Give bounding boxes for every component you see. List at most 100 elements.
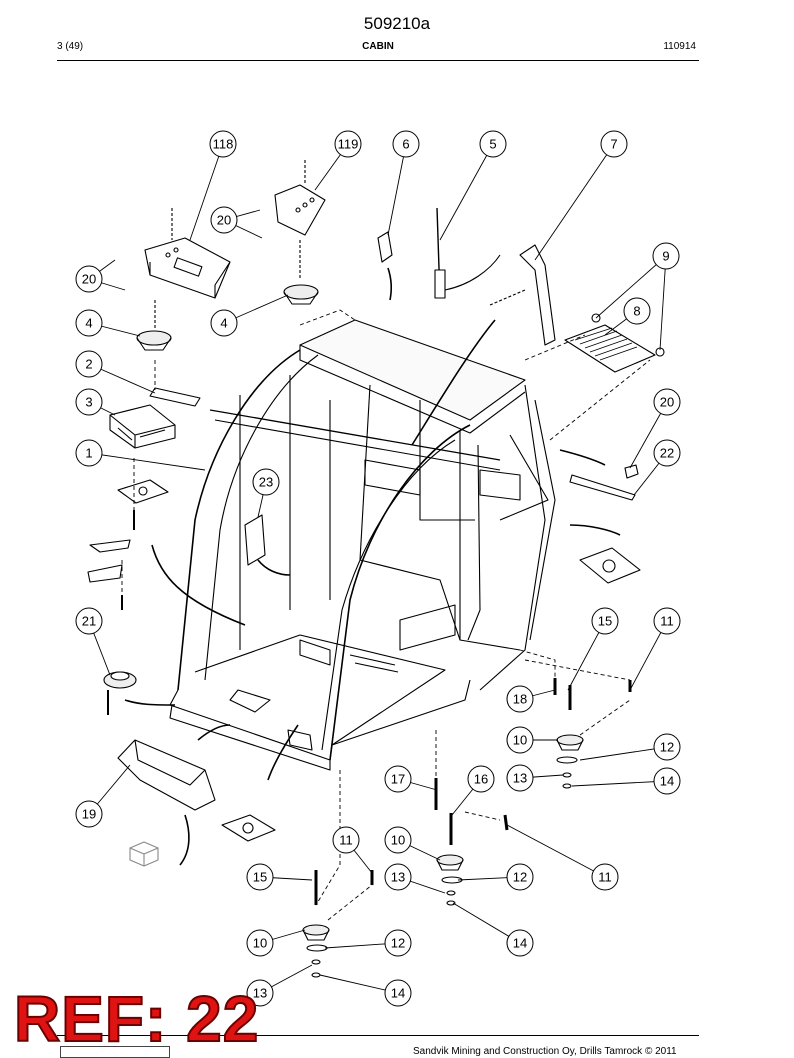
callout-label: 10 <box>253 936 267 951</box>
callout-9: 9 <box>595 242 680 351</box>
callout-label: 10 <box>513 733 527 748</box>
callout-15: 15 <box>246 863 313 891</box>
callout-13: 13 <box>246 964 313 1007</box>
callout-20: 20 <box>210 206 263 239</box>
callout-6: 6 <box>387 130 420 236</box>
cover-23 <box>244 514 266 566</box>
tray-19 <box>117 739 216 811</box>
footer-rule <box>57 1035 699 1036</box>
grille-8 <box>564 313 665 373</box>
callout-18: 18 <box>506 685 556 713</box>
gaskets <box>87 479 641 842</box>
damper-mounts <box>302 734 584 978</box>
antenna-5 <box>434 207 526 306</box>
callout-label: 14 <box>660 774 674 789</box>
callout-label: 10 <box>391 833 405 848</box>
handle-7 <box>519 244 556 346</box>
callout-11: 11 <box>629 607 681 691</box>
callout-1: 1 <box>75 439 206 471</box>
callout-label: 20 <box>82 272 96 287</box>
callout-label: 20 <box>660 395 674 410</box>
cabin-frame <box>169 319 556 771</box>
page-indicator: 3 (49) <box>57 41 84 52</box>
callout-label: 1 <box>85 446 92 461</box>
speaker-housing-119 <box>274 160 326 280</box>
callout-label: 14 <box>513 936 527 951</box>
callout-label: 15 <box>598 614 612 629</box>
callout-19: 19 <box>75 764 131 828</box>
callout-7: 7 <box>534 130 628 261</box>
callout-label: 11 <box>339 833 353 848</box>
callout-16: 16 <box>451 765 495 816</box>
section-title: CABIN <box>362 41 394 52</box>
callout-13: 13 <box>506 764 564 792</box>
callout-15: 15 <box>567 607 619 691</box>
document-code: 110914 <box>663 41 696 52</box>
callout-12: 12 <box>457 863 534 891</box>
callout-12: 12 <box>324 929 412 957</box>
callout-2: 2 <box>75 350 156 394</box>
callout-label: 13 <box>391 870 405 885</box>
callout-20: 20 <box>629 388 681 469</box>
callout-label: 9 <box>662 249 669 264</box>
callout-label: 7 <box>610 137 617 152</box>
reference-stamp: REF: 22 <box>13 982 260 1056</box>
callout-10: 10 <box>506 726 558 754</box>
callout-label: 14 <box>391 986 405 1001</box>
speakers-4 <box>136 284 319 351</box>
callout-10: 10 <box>384 826 441 861</box>
callout-label: 22 <box>660 446 674 461</box>
callout-label: 11 <box>660 614 674 629</box>
callout-label: 5 <box>489 137 496 152</box>
callout-label: 21 <box>82 614 96 629</box>
callout-label: 17 <box>391 772 405 787</box>
radio-unit-3 <box>109 404 176 449</box>
callout-10: 10 <box>246 929 306 957</box>
label-plate-2 <box>149 387 201 407</box>
callout-22: 22 <box>633 439 681 496</box>
callout-label: 12 <box>660 740 674 755</box>
callout-label: 12 <box>391 936 405 951</box>
callout-11: 11 <box>332 826 373 874</box>
callout-20: 20 <box>75 259 126 293</box>
callout-label: 16 <box>474 772 488 787</box>
callout-14: 14 <box>452 902 534 957</box>
callout-label: 119 <box>338 137 359 152</box>
callout-21: 21 <box>75 607 111 676</box>
callout-label: 3 <box>85 395 92 410</box>
callout-label: 15 <box>253 870 267 885</box>
callout-8: 8 <box>604 297 651 336</box>
callout-3: 3 <box>75 388 116 416</box>
mount-bracket-6 <box>377 231 393 263</box>
sunshade-22 <box>569 464 639 501</box>
callout-12: 12 <box>579 733 681 761</box>
callout-23: 23 <box>252 468 280 518</box>
header-rule <box>57 60 699 61</box>
callout-label: 12 <box>513 870 527 885</box>
callout-label: 2 <box>85 357 92 372</box>
callout-17: 17 <box>384 765 438 793</box>
callout-14: 14 <box>571 767 681 795</box>
callout-label: 11 <box>598 870 612 885</box>
callout-119: 119 <box>314 130 362 191</box>
dashed-assembly-lines <box>121 309 651 921</box>
document-number: 509210a <box>363 14 431 33</box>
callout-4: 4 <box>75 309 141 337</box>
callout-label: 4 <box>220 316 227 331</box>
callout-label: 8 <box>633 304 640 319</box>
callout-label: 6 <box>402 137 409 152</box>
callout-label: 20 <box>217 213 231 228</box>
callout-11: 11 <box>506 824 619 891</box>
callout-label: 13 <box>253 986 267 1001</box>
bolts <box>107 510 632 905</box>
callout-label: 18 <box>513 692 527 707</box>
callout-label: 13 <box>513 771 527 786</box>
speaker-housing-118 <box>144 208 231 299</box>
callout-label: 118 <box>213 137 234 152</box>
footer-copyright: Sandvik Mining and Construction Oy, Dril… <box>413 1046 677 1057</box>
callout-label: 23 <box>259 475 273 490</box>
callout-4: 4 <box>210 294 289 337</box>
box-icon <box>129 841 159 867</box>
callout-5: 5 <box>439 130 507 241</box>
